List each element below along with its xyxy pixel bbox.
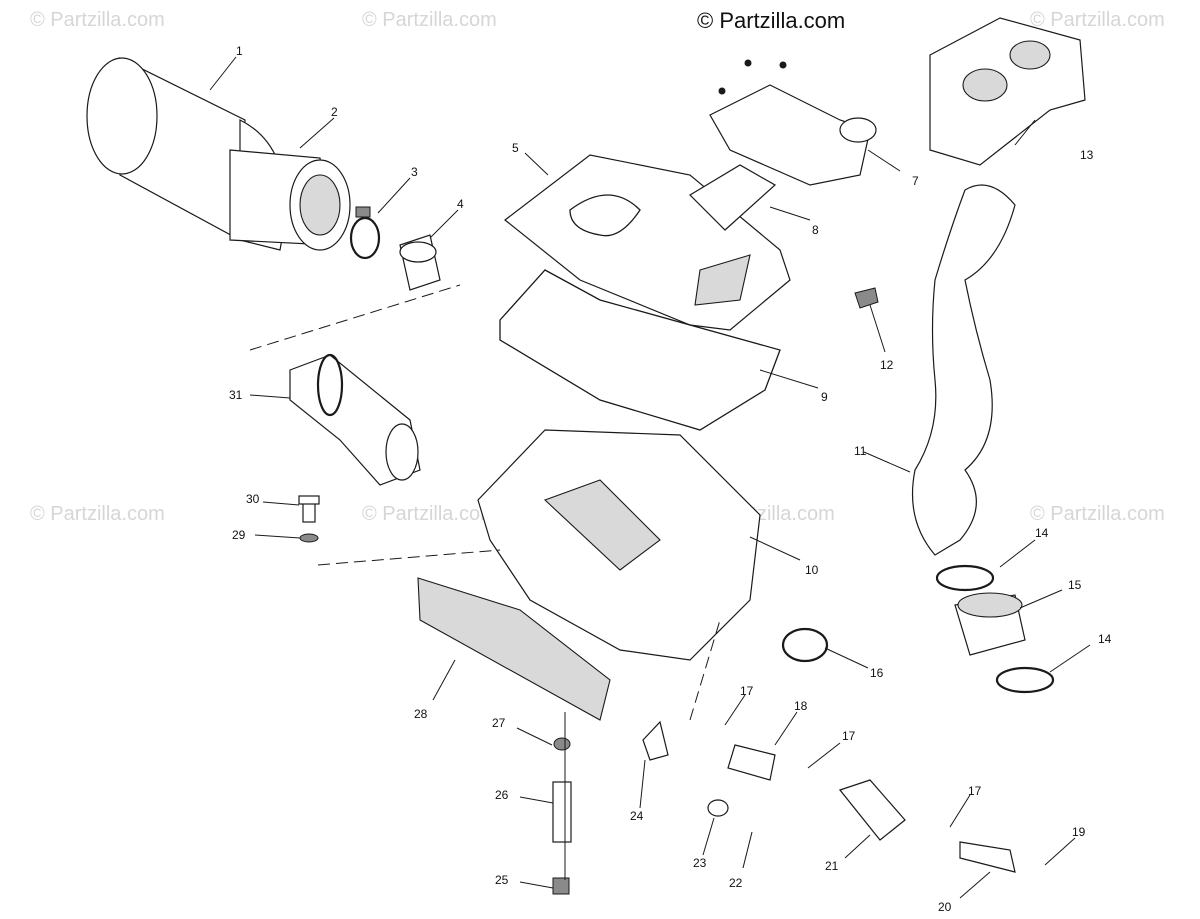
part-21-check-valve [838,779,906,841]
part-25-fitting [552,877,570,895]
callout-28: 28 [414,707,428,721]
part-28-panel [417,577,611,721]
watermark-top-right: © Partzilla.com [1030,9,1165,31]
part-13-cover [929,17,1086,166]
callout-7: 7 [912,174,919,188]
callout-24: 24 [630,809,644,823]
callout-14-upper: 14 [1035,526,1049,540]
part-15-coupler [954,592,1026,656]
callout-29: 29 [232,528,246,542]
callout-25: 25 [495,873,509,887]
watermark-top-left: © Partzilla.com [30,9,165,31]
callout-26: 26 [495,788,509,802]
callout-9: 9 [821,390,828,404]
part-3-clamp [349,206,381,260]
part-24-bracket [642,720,669,761]
callout-3: 3 [411,165,418,179]
part-14-clamp-upper [935,564,995,592]
watermark-mid-left: © Partzilla.com [30,503,165,525]
callout-27: 27 [492,716,506,730]
part-18-hose [727,744,776,781]
callout-20: 20 [938,900,952,914]
part-8-plate [689,164,777,231]
callout-23: 23 [693,856,707,870]
callout-22: 22 [729,876,743,890]
brand-label: © Partzilla.com [697,8,845,33]
part-2-filter-element [229,149,351,251]
leader-lines [209,56,1091,899]
callout-18: 18 [794,699,808,713]
callout-2: 2 [331,105,338,119]
callout-8: 8 [812,223,819,237]
part-27-clip [553,737,571,751]
part-11-hose [911,184,1016,556]
watermark-mid-center: © Partzilla.com [362,503,497,525]
callout-17-b: 17 [842,729,856,743]
callout-17-c: 17 [968,784,982,798]
watermarks: © Partzilla.com © Partzilla.com © Partzi… [30,9,1165,525]
watermark-top-center: © Partzilla.com [362,9,497,31]
watermark-mid-right: © Partzilla.com [1030,503,1165,525]
part-5-airbox-lid [504,154,791,331]
part-20-hose [959,841,1016,873]
callout-1: 1 [236,44,243,58]
callout-13: 13 [1080,148,1094,162]
part-10-airbox [477,429,761,661]
callout-labels: 1 2 3 4 5 7 8 9 10 11 12 13 14 14 15 16 … [229,44,1112,914]
callout-17-a: 17 [740,684,754,698]
callout-14-lower: 14 [1098,632,1112,646]
part-31-intake-boot [289,353,421,486]
callout-4: 4 [457,197,464,211]
callout-30: 30 [246,492,260,506]
part-4-coupler [399,234,441,291]
part-7-intake-duct [709,59,877,186]
callout-16: 16 [870,666,884,680]
callout-31: 31 [229,388,243,402]
callout-11: 11 [854,444,867,458]
callout-5: 5 [512,141,519,155]
part-23-cap [707,799,729,817]
part-12-fitting [854,287,879,309]
part-29-washer [299,533,319,543]
part-14-clamp-lower [995,666,1055,694]
callout-10: 10 [805,563,819,577]
callout-21: 21 [825,859,839,873]
part-30-bolt [298,495,320,523]
part-16-clamp [781,627,829,663]
part-9-gasket [499,269,781,431]
callout-15: 15 [1068,578,1082,592]
callout-12: 12 [880,358,894,372]
callout-19: 19 [1072,825,1086,839]
part-26-tube [552,781,572,843]
